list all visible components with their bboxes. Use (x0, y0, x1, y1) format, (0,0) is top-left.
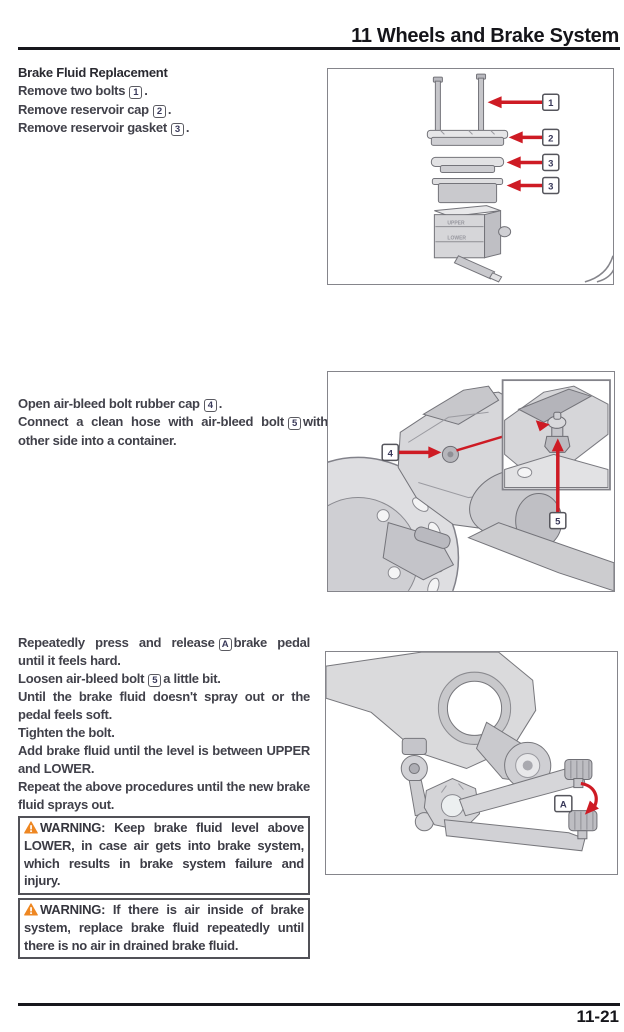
warning-icon (24, 821, 38, 834)
callout-ref-a: A (218, 638, 232, 651)
callout-a: A (554, 794, 573, 813)
warning-box-fluid-level: WARNING: Keep brake fluid level above LO… (18, 816, 310, 896)
figure-callout-2: 2 (548, 133, 553, 144)
corner-detail-line (596, 269, 613, 283)
callout-ref-1: 1 (129, 86, 143, 100)
reservoir-gasket-plate (430, 156, 505, 173)
callout-ref-5: 5 (288, 417, 301, 431)
page-number: 11-21 (576, 1007, 619, 1026)
page-title: 11 Wheels and Brake System (351, 25, 619, 47)
step-repeat: Repeat the above procedures until the ne… (18, 778, 310, 814)
footer-rule (18, 1003, 620, 1006)
reservoir-cap (426, 129, 509, 146)
caliper-drawing: 4 5 (328, 379, 614, 591)
reservoir-lower-label: LOWER (447, 236, 466, 242)
section-heading: Brake Fluid Replacement (18, 65, 168, 80)
figure-callout-a: A (560, 800, 567, 811)
warning-text: Keep brake fluid level above LOWER, in c… (24, 820, 304, 889)
step-connect-hose: Connect a clean hose with air-bleed bolt… (18, 413, 328, 450)
step-text: Remove two bolts (18, 83, 126, 99)
shock-link (400, 737, 434, 832)
warning-box-air-inside: WARNING: If there is air inside of brake… (18, 898, 310, 960)
step-text: a little bit. (163, 671, 221, 686)
section-brake-fluid-replacement: Brake Fluid Replacement Remove two bolts… (18, 64, 323, 137)
foot-pegs (564, 758, 598, 840)
brake-pedal-drawing: A (326, 652, 599, 852)
step-text: Remove reservoir gasket (18, 119, 167, 135)
callout-boxes: 1 2 3 3 (542, 93, 560, 195)
corner-detail-line (584, 255, 613, 283)
step-text: . (185, 119, 190, 135)
figure-callout-3a: 3 (548, 158, 553, 169)
step-text: Tighten the bolt. (18, 725, 115, 740)
warning-icon (24, 903, 38, 916)
step-text: . (144, 83, 148, 99)
reservoir-body (433, 205, 512, 283)
step-text: with other side into a container. (18, 414, 328, 448)
warning-label: WARNING: (40, 820, 106, 835)
magnify-arrowhead (535, 420, 550, 432)
step-add-fluid: Add brake fluid until the level is betwe… (18, 742, 310, 778)
step-text: Add brake fluid until the level is betwe… (18, 743, 310, 776)
reservoir-diaphragm (431, 178, 504, 204)
frame-plate (326, 652, 552, 790)
reservoir-upper-label: UPPER (447, 221, 465, 227)
callout-4: 4 (381, 443, 442, 462)
callout-ref-3: 3 (170, 122, 184, 136)
step-until-spray: Until the brake fluid doesn't spray out … (18, 688, 310, 724)
figure-callout-5: 5 (555, 517, 561, 528)
callout-arrowheads (487, 96, 523, 192)
figure-caliper-bleed: 4 5 (327, 371, 615, 592)
callout-ref-2: 2 (152, 104, 166, 118)
callout-ref-5b: 5 (148, 674, 162, 687)
header-rule (18, 47, 620, 50)
figure-callout-3b: 3 (548, 182, 553, 193)
callout-arrows (500, 100, 543, 188)
callout-ref-4: 4 (203, 399, 217, 412)
warning-label: WARNING: (40, 902, 106, 917)
callout-5: 5 (549, 438, 567, 530)
step-text: Repeat the above procedures until the ne… (18, 779, 310, 812)
figure-brake-pedal: A (325, 651, 618, 875)
inset-detail-box (501, 379, 611, 491)
step-text: Open air-bleed bolt rubber cap (18, 396, 200, 411)
step-text: Loosen air-bleed bolt (18, 671, 145, 686)
figure-callout-4: 4 (388, 448, 394, 459)
step-text: brake pedal until it feels hard. (18, 635, 310, 668)
step-text: Repeatedly press and release (18, 635, 215, 650)
figure-reservoir-exploded: UPPER LOWER 1 2 3 (327, 68, 614, 285)
step-text: . (218, 396, 223, 411)
reservoir-exploded-drawing: UPPER LOWER 1 2 3 (426, 73, 613, 283)
step-text: Until the brake fluid doesn't spray out … (18, 689, 310, 722)
warning-text: If there is air inside of brake system, … (24, 902, 304, 953)
figure-callout-1: 1 (548, 98, 554, 109)
step-text: Connect a clean hose with air-bleed bolt (18, 414, 284, 430)
step-tighten: Tighten the bolt. (18, 724, 310, 742)
step-text: Remove reservoir cap (18, 101, 149, 117)
step-text: . (167, 101, 172, 117)
press-motion-arrow (580, 781, 599, 815)
